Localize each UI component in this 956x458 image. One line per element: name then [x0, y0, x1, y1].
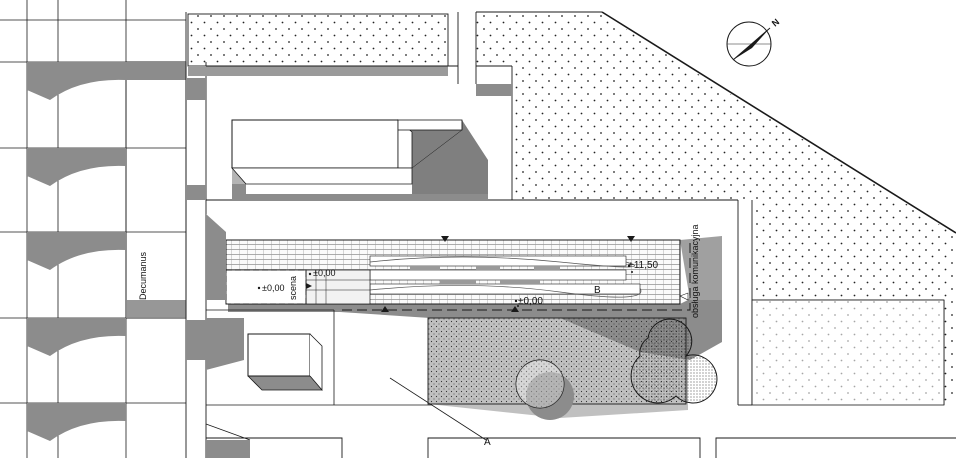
level-bottom: ±0,00 — [518, 296, 543, 307]
tree-left — [515, 359, 565, 409]
decumanus-label: Decumanus — [138, 251, 148, 300]
arcade-shadows — [27, 62, 186, 441]
section-label-a: A — [484, 437, 491, 448]
diagonal-boundary — [601, 11, 956, 234]
north-label: N — [770, 17, 781, 29]
top-strip-shadow — [188, 66, 448, 76]
courtyard-outline — [205, 309, 487, 441]
stage — [225, 269, 307, 305]
plaza — [427, 317, 718, 420]
wall-shadow — [186, 78, 206, 360]
pavilion — [247, 333, 323, 392]
left-courtyard-shadow — [206, 214, 244, 370]
scena-label: scena — [288, 276, 298, 300]
bottom-shadow — [206, 440, 250, 458]
road-shadow — [476, 84, 512, 96]
level-left: ±0,00 — [262, 283, 284, 293]
level-stage: ±0,00 — [313, 268, 335, 278]
tree-cluster-right — [630, 318, 718, 404]
right-field — [751, 299, 945, 406]
dashed-outline — [342, 240, 691, 311]
bottom-edge — [206, 437, 956, 458]
level-top: +11,50 — [628, 260, 659, 271]
north-arrow: N — [726, 17, 781, 67]
section-label-b: B — [594, 285, 601, 296]
building-upper — [231, 119, 488, 200]
top-dotted-area — [187, 13, 449, 67]
obsluga-label: obsługa komunikacyjna — [690, 224, 700, 318]
